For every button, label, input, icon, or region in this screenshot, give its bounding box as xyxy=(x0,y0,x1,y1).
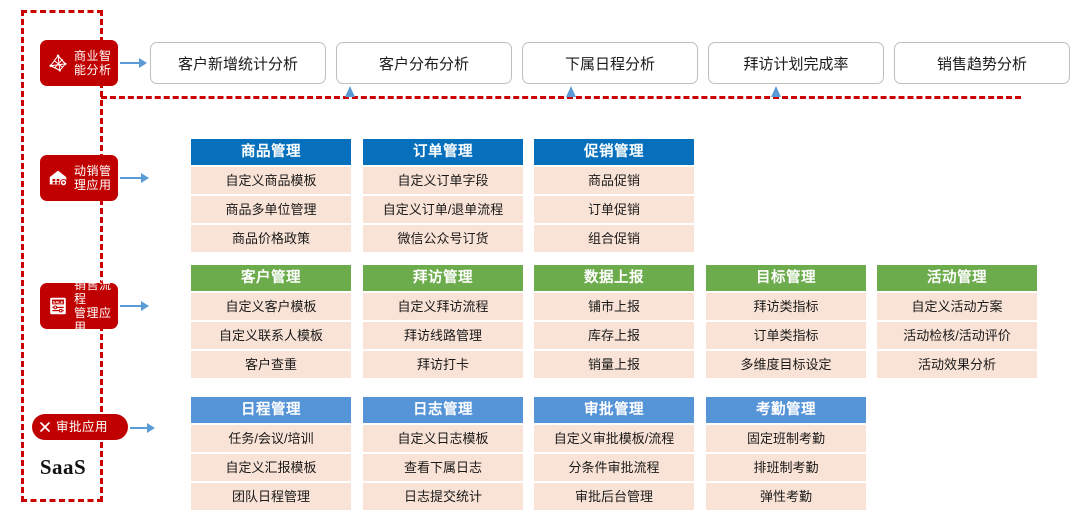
card-item[interactable]: 订单类指标 xyxy=(706,322,866,349)
connector-arrow-icon xyxy=(120,301,149,311)
bi-pill-sales-trend[interactable]: 销售趋势分析 xyxy=(894,42,1070,84)
card-item[interactable]: 自定义汇报模板 xyxy=(191,454,351,481)
bi-pill-subordinate-schedule[interactable]: 下属日程分析 xyxy=(522,42,698,84)
card-item[interactable]: 活动检核/活动评价 xyxy=(877,322,1037,349)
card-item[interactable]: 商品促销 xyxy=(534,167,694,194)
card-target-management[interactable]: 目标管理 拜访类指标 订单类指标 多维度目标设定 xyxy=(706,265,866,378)
card-item[interactable]: 自定义联系人模板 xyxy=(191,322,351,349)
card-title: 客户管理 xyxy=(191,265,351,291)
connector-arrow-icon xyxy=(130,423,155,433)
card-title: 活动管理 xyxy=(877,265,1037,291)
card-goods-management[interactable]: 商品管理 自定义商品模板 商品多单位管理 商品价格政策 xyxy=(191,139,351,252)
connector-arrow-icon xyxy=(120,58,147,68)
card-item[interactable]: 微信公众号订货 xyxy=(363,225,523,252)
card-item[interactable]: 自定义订单/退单流程 xyxy=(363,196,523,223)
card-promotion-management[interactable]: 促销管理 商品促销 订单促销 组合促销 xyxy=(534,139,694,252)
card-item[interactable]: 客户查重 xyxy=(191,351,351,378)
card-order-management[interactable]: 订单管理 自定义订单字段 自定义订单/退单流程 微信公众号订货 xyxy=(363,139,523,252)
card-item[interactable]: 自定义商品模板 xyxy=(191,167,351,194)
card-customer-management[interactable]: 客户管理 自定义客户模板 自定义联系人模板 客户查重 xyxy=(191,265,351,378)
layer-badge-label: 审批应用 xyxy=(56,420,109,434)
card-log-management[interactable]: 日志管理 自定义日志模板 查看下属日志 日志提交统计 xyxy=(363,397,523,510)
card-item[interactable]: 自定义订单字段 xyxy=(363,167,523,194)
card-item[interactable]: 商品多单位管理 xyxy=(191,196,351,223)
card-title: 日志管理 xyxy=(363,397,523,423)
card-item[interactable]: 自定义审批模板/流程 xyxy=(534,425,694,452)
connector-arrow-icon xyxy=(120,173,149,183)
store-house-icon xyxy=(47,167,69,189)
up-arrow-icon xyxy=(771,86,781,97)
card-item[interactable]: 拜访打卡 xyxy=(363,351,523,378)
layer-badge-bi[interactable]: 商业智 能分析 xyxy=(40,40,118,86)
card-item[interactable]: 销量上报 xyxy=(534,351,694,378)
svg-text:SALE: SALE xyxy=(53,300,64,305)
card-item[interactable]: 弹性考勤 xyxy=(706,483,866,510)
sale-document-icon: SALE xyxy=(47,295,69,317)
card-title: 日程管理 xyxy=(191,397,351,423)
layer-badge-label: 动销管 理应用 xyxy=(74,164,112,192)
card-title: 考勤管理 xyxy=(706,397,866,423)
card-item[interactable]: 拜访类指标 xyxy=(706,293,866,320)
card-item[interactable]: 排班制考勤 xyxy=(706,454,866,481)
saas-boundary xyxy=(21,10,103,502)
up-arrow-icon xyxy=(345,86,355,97)
card-visit-management[interactable]: 拜访管理 自定义拜访流程 拜访线路管理 拜访打卡 xyxy=(363,265,523,378)
layer-badge-label: 商业智 能分析 xyxy=(74,49,112,77)
layer-badge-label: 销售流程 管理应用 xyxy=(74,278,112,334)
bi-pill-customer-distribution[interactable]: 客户分布分析 xyxy=(336,42,512,84)
layer-badge-sales-process[interactable]: SALE 销售流程 管理应用 xyxy=(40,278,118,334)
card-item[interactable]: 自定义日志模板 xyxy=(363,425,523,452)
card-item[interactable]: 查看下属日志 xyxy=(363,454,523,481)
card-schedule-management[interactable]: 日程管理 任务/会议/培训 自定义汇报模板 团队日程管理 xyxy=(191,397,351,510)
up-arrow-icon xyxy=(566,86,576,97)
card-approval-management[interactable]: 审批管理 自定义审批模板/流程 分条件审批流程 审批后台管理 xyxy=(534,397,694,510)
card-item[interactable]: 自定义客户模板 xyxy=(191,293,351,320)
card-data-reporting[interactable]: 数据上报 铺市上报 库存上报 销量上报 xyxy=(534,265,694,378)
card-item[interactable]: 日志提交统计 xyxy=(363,483,523,510)
saas-label: SaaS xyxy=(39,455,87,479)
card-title: 商品管理 xyxy=(191,139,351,165)
card-item[interactable]: 分条件审批流程 xyxy=(534,454,694,481)
card-item[interactable]: 组合促销 xyxy=(534,225,694,252)
card-title: 促销管理 xyxy=(534,139,694,165)
card-attendance-management[interactable]: 考勤管理 固定班制考勤 排班制考勤 弹性考勤 xyxy=(706,397,866,510)
card-title: 目标管理 xyxy=(706,265,866,291)
card-item[interactable]: 自定义活动方案 xyxy=(877,293,1037,320)
card-item[interactable]: 审批后台管理 xyxy=(534,483,694,510)
card-item[interactable]: 商品价格政策 xyxy=(191,225,351,252)
layer-badge-dynamic-sales[interactable]: 动销管 理应用 xyxy=(40,155,118,201)
card-item[interactable]: 库存上报 xyxy=(534,322,694,349)
card-item[interactable]: 固定班制考勤 xyxy=(706,425,866,452)
card-item[interactable]: 订单促销 xyxy=(534,196,694,223)
card-item[interactable]: 铺市上报 xyxy=(534,293,694,320)
card-title: 订单管理 xyxy=(363,139,523,165)
card-title: 数据上报 xyxy=(534,265,694,291)
bi-pill-visit-plan-rate[interactable]: 拜访计划完成率 xyxy=(708,42,884,84)
card-item[interactable]: 拜访线路管理 xyxy=(363,322,523,349)
network-graph-icon xyxy=(47,52,69,74)
card-item[interactable]: 自定义拜访流程 xyxy=(363,293,523,320)
card-title: 审批管理 xyxy=(534,397,694,423)
layer-badge-approval[interactable]: 审批应用 xyxy=(32,414,128,440)
cross-mark-icon xyxy=(39,421,51,433)
bi-pill-customer-growth[interactable]: 客户新增统计分析 xyxy=(150,42,326,84)
card-activity-management[interactable]: 活动管理 自定义活动方案 活动检核/活动评价 活动效果分析 xyxy=(877,265,1037,378)
card-item[interactable]: 活动效果分析 xyxy=(877,351,1037,378)
bi-separator-line xyxy=(101,96,1021,99)
card-item[interactable]: 任务/会议/培训 xyxy=(191,425,351,452)
card-title: 拜访管理 xyxy=(363,265,523,291)
card-item[interactable]: 多维度目标设定 xyxy=(706,351,866,378)
card-item[interactable]: 团队日程管理 xyxy=(191,483,351,510)
